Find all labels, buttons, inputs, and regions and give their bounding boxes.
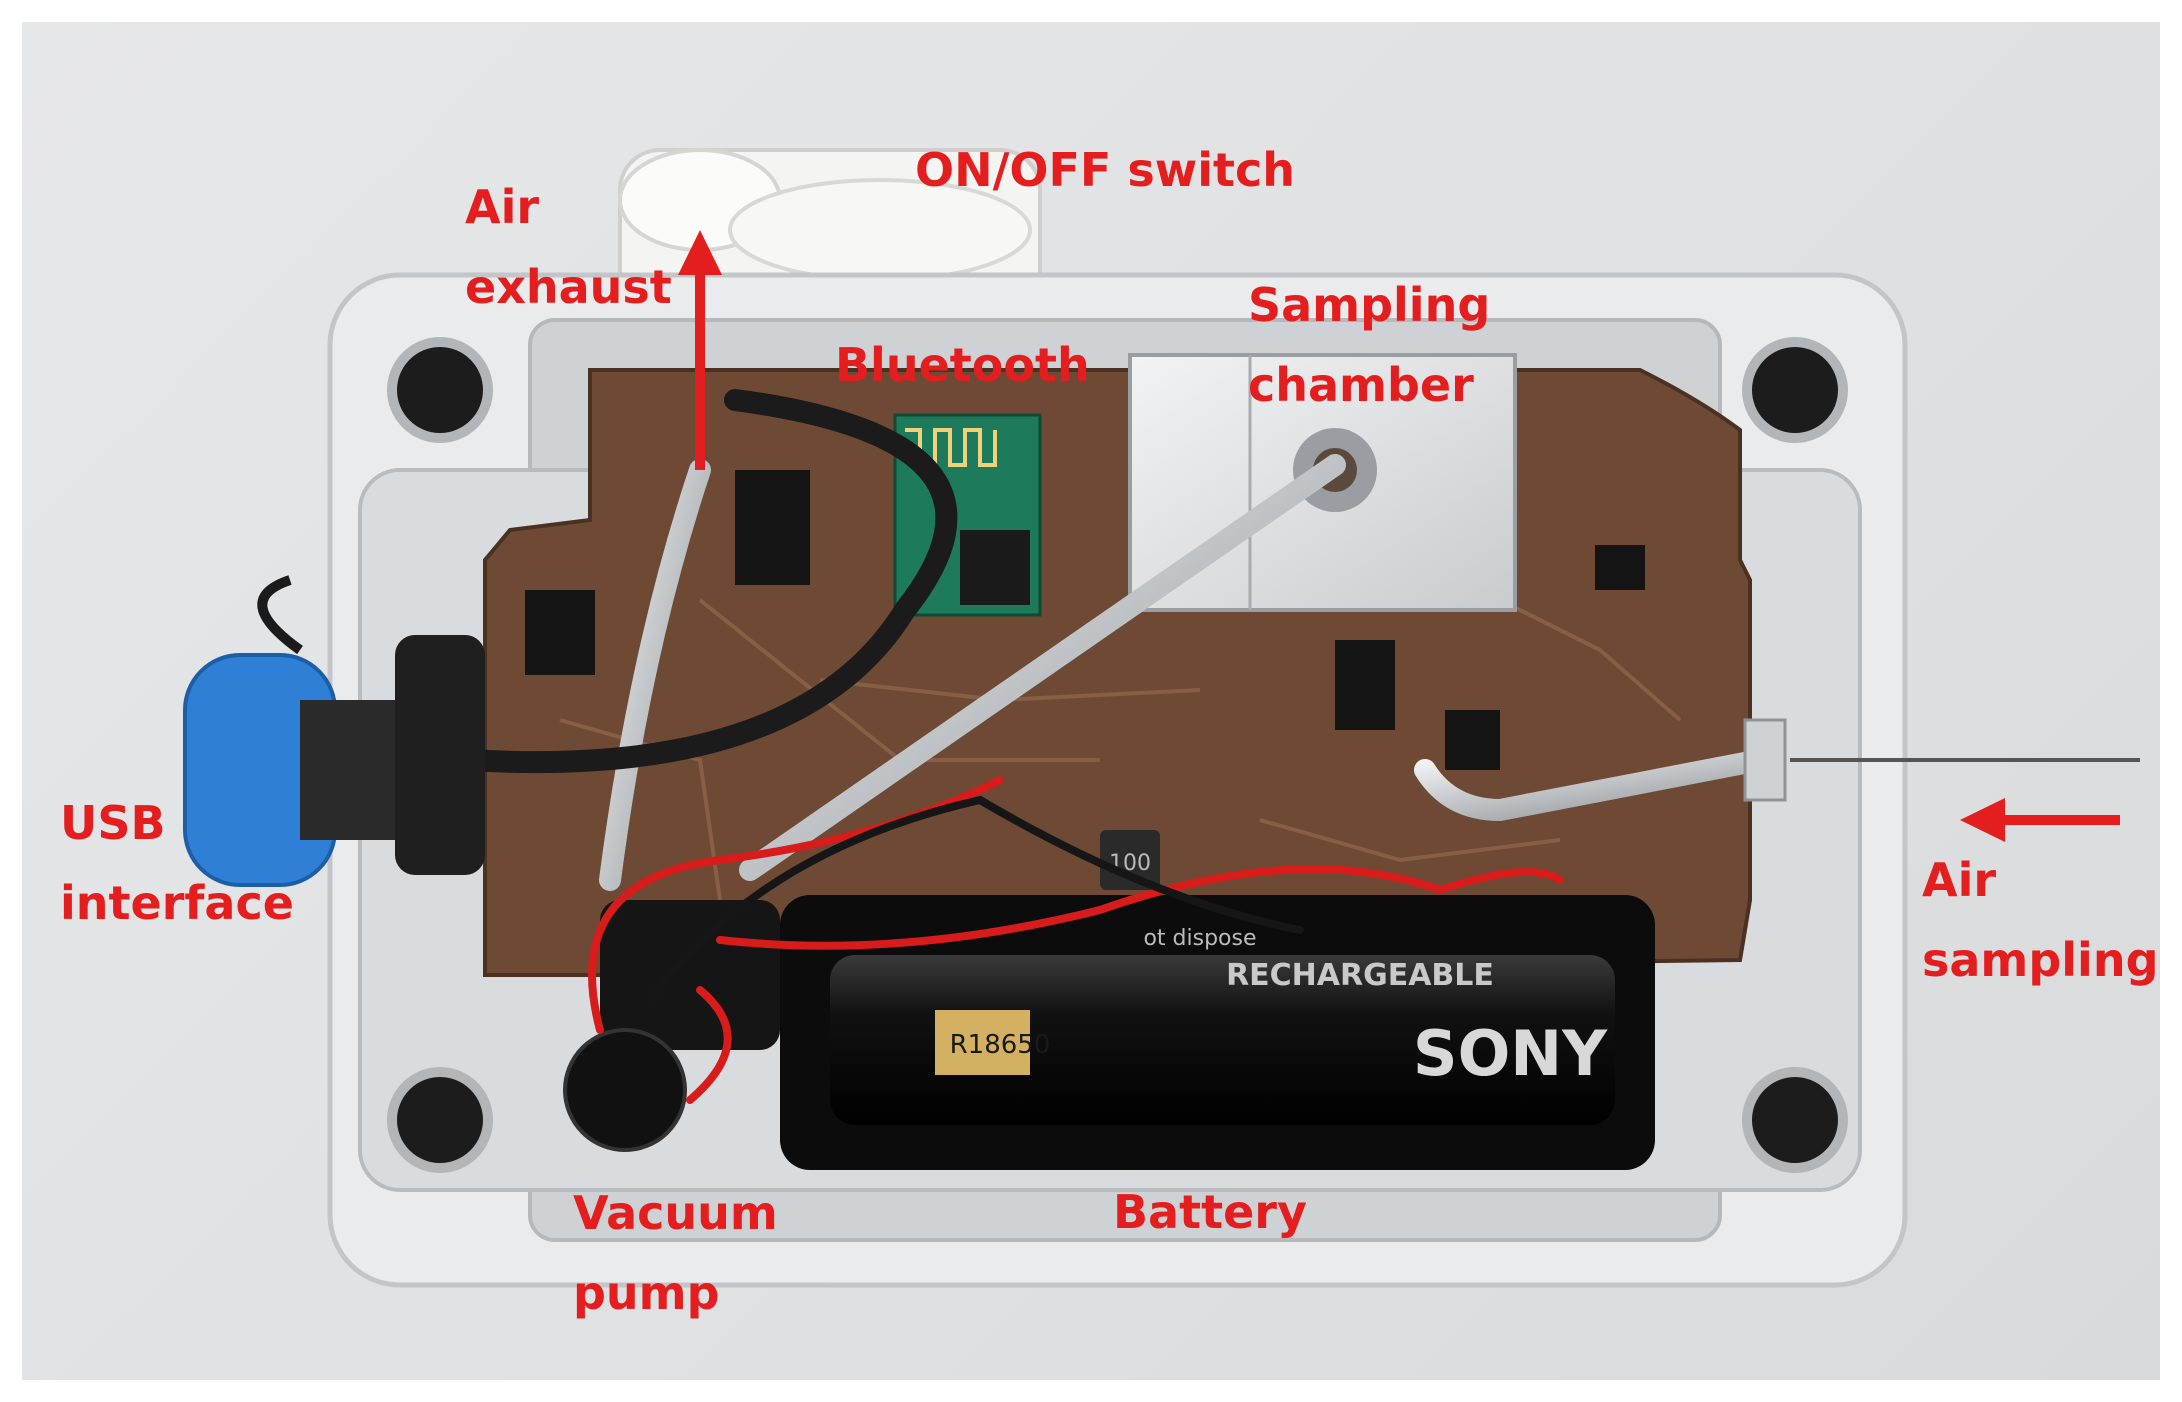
label-battery: Battery [1113, 1185, 1307, 1239]
metal-tubes [599, 454, 1771, 891]
battery-model: R18650 [950, 1030, 1051, 1060]
battery-holder: SONY RECHARGEABLE R18650 ot dispose [780, 895, 1655, 1170]
air-sampling-arrow [1960, 798, 2120, 842]
label-bluetooth: Bluetooth [835, 338, 1090, 392]
battery-text-rechargeable: RECHARGEABLE [1226, 958, 1494, 993]
battery-note: ot dispose [1143, 926, 1256, 951]
label-usb-interface: USB interface [60, 796, 294, 930]
label-vacuum-pump: Vacuum pump [573, 1186, 778, 1320]
label-sampling-chamber: Sampling chamber [1248, 278, 1491, 412]
inductor [1100, 830, 1160, 890]
vacuum-pump [563, 900, 780, 1152]
usb-connector [183, 575, 485, 887]
ics [525, 470, 1645, 770]
air-exhaust-arrow [678, 230, 722, 470]
label-air-exhaust: Air exhaust [465, 180, 672, 314]
black-cable [459, 389, 958, 774]
wires [588, 776, 1564, 1104]
screw-holes [387, 337, 1848, 1173]
label-on-off-switch: ON/OFF switch [915, 143, 1296, 197]
battery-brand: SONY [1413, 1017, 1608, 1090]
label-air-sampling: Air sampling [1922, 853, 2159, 987]
